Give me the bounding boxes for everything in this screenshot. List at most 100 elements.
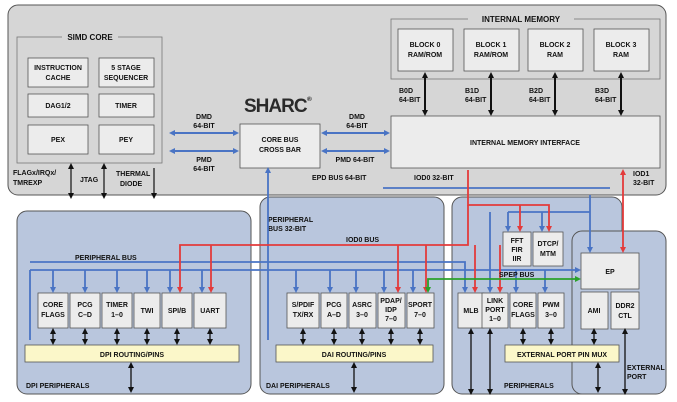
crossbar-label-1: CORE BUS	[262, 137, 299, 144]
dmd-right-label-1: DMD	[349, 114, 365, 121]
ext-pin-mux-label: EXTERNAL PORT PIN MUX	[517, 352, 607, 359]
dpi-core-flags-label-1: CORE	[43, 302, 64, 309]
ami-block	[580, 291, 609, 330]
dpi-timer-label-2: 1–0	[111, 312, 123, 319]
link-port-label-2: PORT	[485, 307, 505, 314]
pmd-right-label: PMD 64-BIT	[336, 157, 376, 164]
external-port-pin-mux	[504, 344, 620, 363]
b2d-label: B2D	[529, 88, 543, 95]
mlb-label: MLB	[463, 308, 478, 315]
dai-asrc-label-2: 3–0	[356, 312, 368, 319]
flags-irq-label-1: FLAGx/IRQx/	[13, 170, 56, 177]
dtcp-mtm-block	[532, 231, 564, 267]
sequencer-block	[98, 57, 155, 88]
memory-block-2	[527, 28, 584, 72]
b2d-width: 64-BIT	[529, 97, 551, 104]
dmd-left-label-2: 64-BIT	[193, 123, 215, 130]
periph-core-flags-label-2: FLAGS	[511, 312, 535, 319]
dai-asrc-block	[348, 292, 377, 329]
thermal-label-1: THERMAL	[116, 171, 151, 178]
dpi-timer-block	[101, 292, 133, 329]
memory-block-0	[397, 28, 454, 72]
b1d-width: 64-BIT	[465, 97, 487, 104]
iir-label: IIR	[513, 256, 522, 263]
block0-name: BLOCK 0	[410, 42, 441, 49]
dpi-timer-label-1: TIMER	[106, 302, 128, 309]
peripherals-title: PERIPHERALS	[504, 383, 554, 390]
mtm-label: MTM	[540, 251, 556, 258]
dpi-uart-label: UART	[200, 308, 220, 315]
block1-type: RAM/ROM	[474, 52, 508, 59]
dag-label: DAG1/2	[45, 103, 70, 110]
dai-pcg-ad-block	[320, 292, 348, 329]
memory-block-1	[463, 28, 520, 72]
dpi-routing-arrows	[50, 328, 213, 393]
dai-sport-label-1: SPORT	[408, 302, 433, 309]
fir-label: FIR	[511, 247, 522, 254]
dpi-peripherals-title: DPI PERIPHERALS	[26, 383, 90, 390]
core-bus-crossbar	[239, 123, 321, 169]
epd-bus-label: EPD BUS 64-BIT	[312, 175, 367, 182]
dmd-left-label-1: DMD	[196, 114, 212, 121]
dai-pdap-label-3: 7–0	[385, 316, 397, 323]
jtag-label: JTAG	[80, 177, 99, 184]
red-iod0-bus	[177, 205, 469, 293]
dpi-twi-label: TWI	[141, 308, 154, 315]
crossbar-label-2: CROSS BAR	[259, 147, 301, 154]
external-port-title-2: PORT	[627, 374, 647, 381]
dag-block	[27, 93, 89, 118]
dai-asrc-label-1: ASRC	[352, 302, 372, 309]
pex-label: PEX	[51, 137, 65, 144]
pmd-left-label-2: 64-BIT	[193, 166, 215, 173]
internal-memory-title: INTERNAL MEMORY	[482, 15, 561, 24]
pey-block	[98, 124, 155, 155]
dpi-pcg-label-1: PCG	[77, 302, 93, 309]
instruction-cache-block	[27, 57, 89, 88]
core-timer-block	[98, 93, 155, 118]
dai-pdap-label-2: IDP	[385, 307, 397, 314]
peripheral-bus-32-label-1: PERIPHERAL	[268, 217, 314, 224]
dpi-uart-block	[193, 292, 227, 329]
dpi-pcg-cd-block	[69, 292, 101, 329]
memory-block-3	[593, 28, 650, 72]
block3-name: BLOCK 3	[606, 42, 637, 49]
dai-sport-label-2: 7–0	[414, 312, 426, 319]
link-port-block	[481, 292, 509, 329]
pwm-label-1: PWM	[542, 302, 559, 309]
fft-label: FFT	[511, 238, 525, 245]
iod1-label-1: IOD1	[633, 171, 649, 178]
dpi-core-flags-label-2: FLAGS	[41, 312, 65, 319]
green-spep-bus	[425, 276, 581, 293]
fft-fir-iir-block	[502, 231, 532, 267]
iod0-32-label: IOD0 32-BIT	[414, 175, 454, 182]
core-timer-label: TIMER	[115, 103, 137, 110]
peripheral-bus-label: PERIPHERAL BUS	[75, 255, 137, 262]
dpi-routing-label: DPI ROUTING/PINS	[100, 352, 165, 359]
dpi-spi-block	[161, 292, 193, 329]
iod0-bus-label: IOD0 BUS	[346, 237, 379, 244]
flags-irq-label-2: TMREXP	[13, 180, 43, 187]
ddr2-label: DDR2	[615, 303, 634, 310]
sequencer-label-2: SEQUENCER	[104, 75, 148, 82]
periph-core-flags-label-1: CORE	[513, 302, 534, 309]
dpi-pcg-label-2: C–D	[78, 312, 92, 319]
pey-label: PEY	[119, 137, 133, 144]
dai-spdif-label-2: TX/RX	[293, 312, 314, 319]
block0-type: RAM/ROM	[408, 52, 442, 59]
pmd-left-label-1: PMD	[196, 157, 212, 164]
periph-routing-arrows	[468, 328, 628, 395]
dtcp-label: DTCP/	[538, 241, 559, 248]
dai-peripherals-title: DAI PERIPHERALS	[266, 383, 330, 390]
b1d-label: B1D	[465, 88, 479, 95]
pwm-block	[537, 292, 565, 329]
ep-label: EP	[605, 269, 615, 276]
instruction-cache-label-1: INSTRUCTION	[34, 65, 82, 72]
simd-core-title: SIMD CORE	[67, 33, 113, 42]
spep-bus-label: SPEP BUS	[499, 272, 535, 279]
periph-core-flags-block	[509, 292, 537, 329]
b0d-label: B0D	[399, 88, 413, 95]
dpi-core-flags-block	[37, 292, 69, 329]
sharc-logo-mark: ®	[307, 95, 312, 103]
dai-routing-arrows	[300, 328, 423, 393]
